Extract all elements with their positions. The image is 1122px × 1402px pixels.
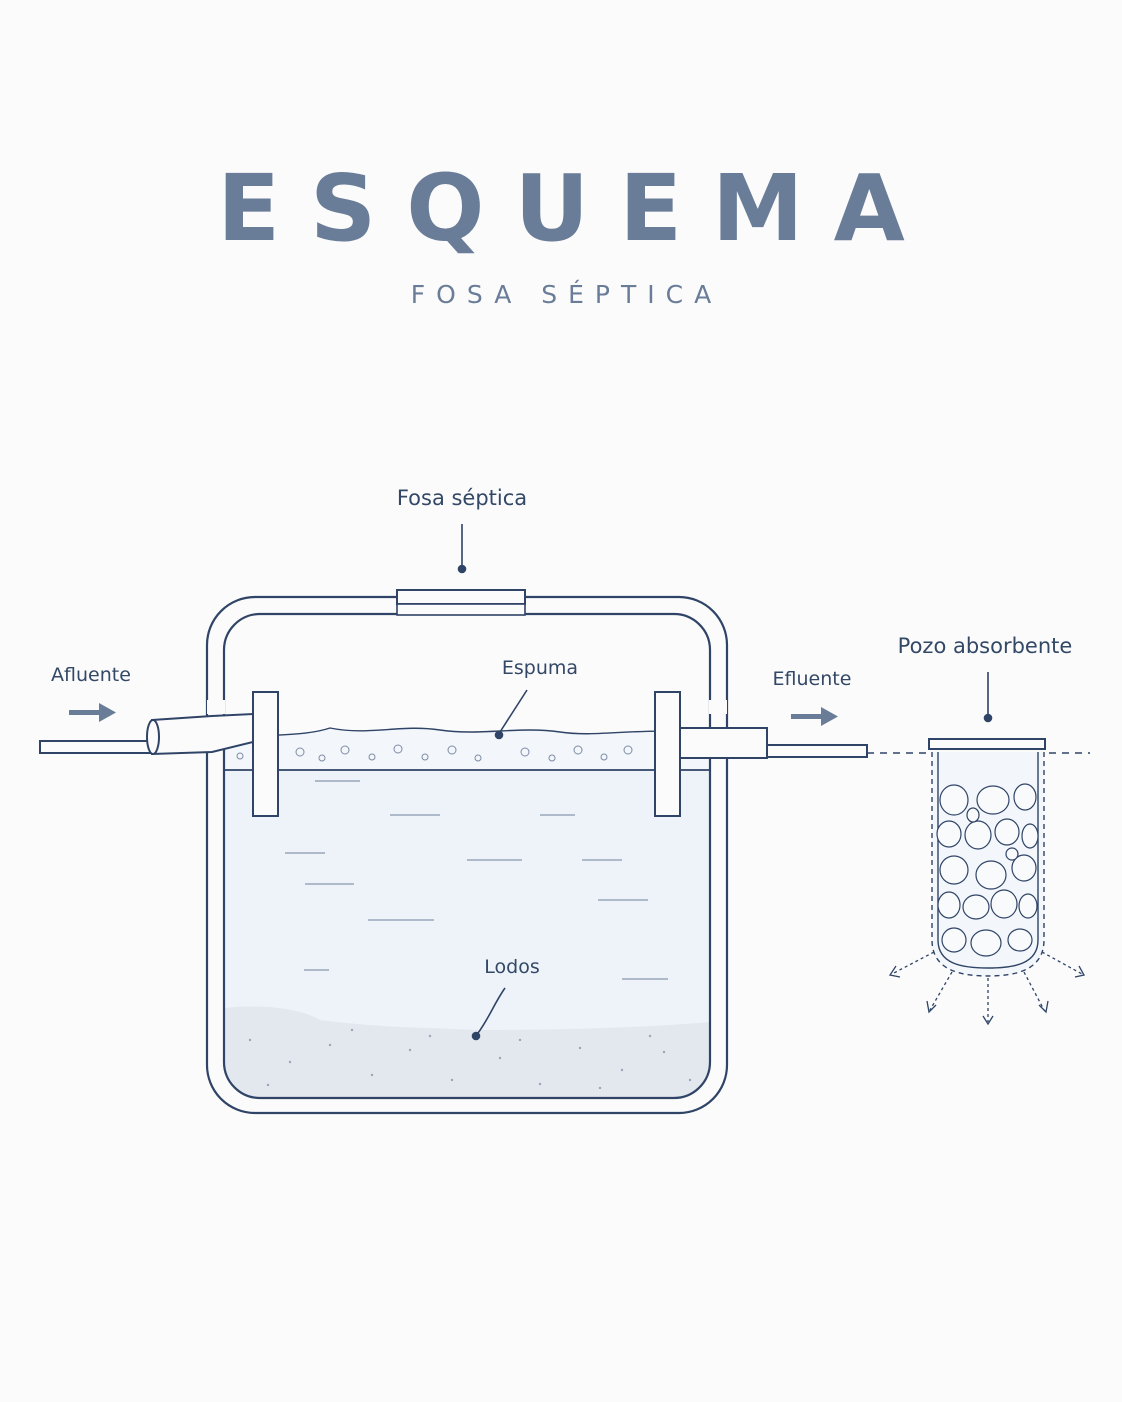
label-scum: Espuma: [502, 657, 578, 679]
label-tank: Fosa séptica: [397, 486, 527, 510]
sludge-layer: [224, 1006, 710, 1098]
inlet-pipe: [39, 700, 254, 756]
well-stones: [936, 783, 1039, 957]
callout-leaders: [457, 524, 993, 1041]
outlet-pipe: [679, 700, 868, 759]
scum-texture: [236, 744, 694, 762]
water-lines: [285, 780, 668, 980]
label-sludge: Lodos: [484, 956, 539, 978]
outlet-tee: [654, 691, 681, 817]
label-inflow: Afluente: [51, 664, 131, 686]
percolation-arrows-icon: [891, 951, 1083, 1022]
page-title: ESQUEMA: [217, 155, 935, 262]
percolation-arrowheads: [888, 965, 1085, 1026]
label-well: Pozo absorbente: [898, 634, 1073, 658]
absorption-well: [928, 738, 1046, 977]
well-lid: [928, 738, 1046, 750]
label-outflow: Efluente: [773, 668, 852, 690]
scum-layer: [224, 727, 710, 771]
outflow-arrow-icon: [791, 707, 838, 726]
inflow-arrow-icon: [69, 703, 116, 722]
sludge-speckles: [248, 1028, 692, 1090]
tank-lid: [396, 589, 526, 605]
page-subtitle: FOSA SÉPTICA: [410, 280, 723, 309]
inlet-tee: [252, 691, 279, 817]
septic-tank: [205, 589, 729, 1115]
